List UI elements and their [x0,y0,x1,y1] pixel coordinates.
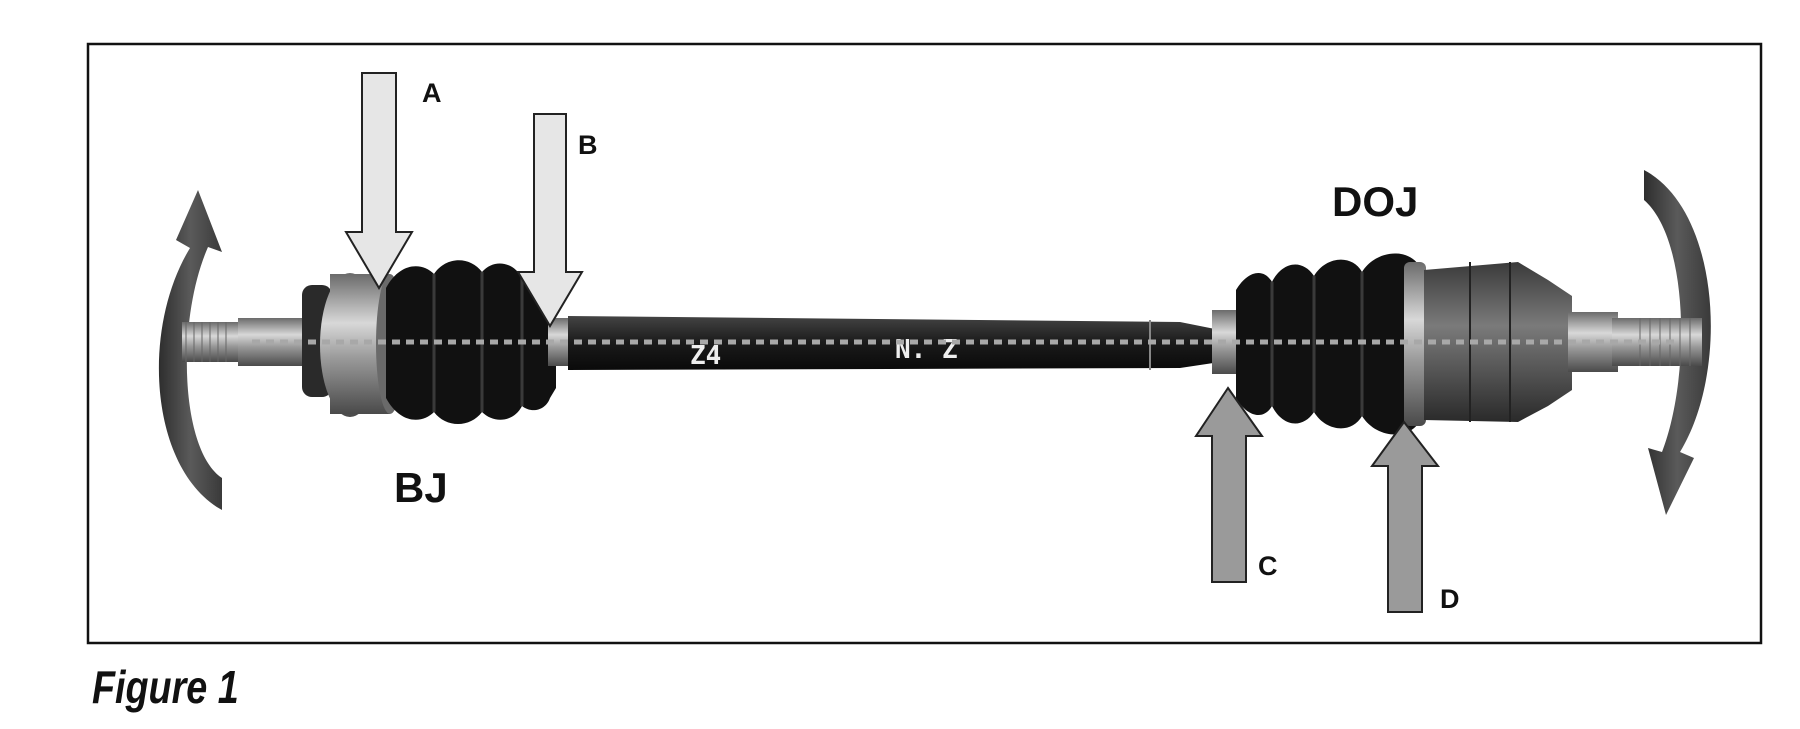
label-c: C [1258,551,1278,581]
shaft-marking-left: Z4 [690,341,721,371]
arrow-c [1194,386,1264,583]
label-d: D [1440,584,1460,614]
right-rotation-arrow [1644,170,1711,515]
left-rotation-arrow [158,190,222,510]
arrow-b [516,113,584,328]
label-a: A [422,78,442,108]
label-b: B [578,130,598,160]
right-stub-shaft [1568,312,1702,372]
left-stub-shaft [182,318,310,366]
label-bj: BJ [394,464,448,511]
arrow-d [1370,420,1441,613]
figure-caption: Figure 1 [92,661,239,713]
label-doj: DOJ [1332,178,1418,225]
arrow-a [344,72,414,290]
doj-boot [1236,253,1418,435]
